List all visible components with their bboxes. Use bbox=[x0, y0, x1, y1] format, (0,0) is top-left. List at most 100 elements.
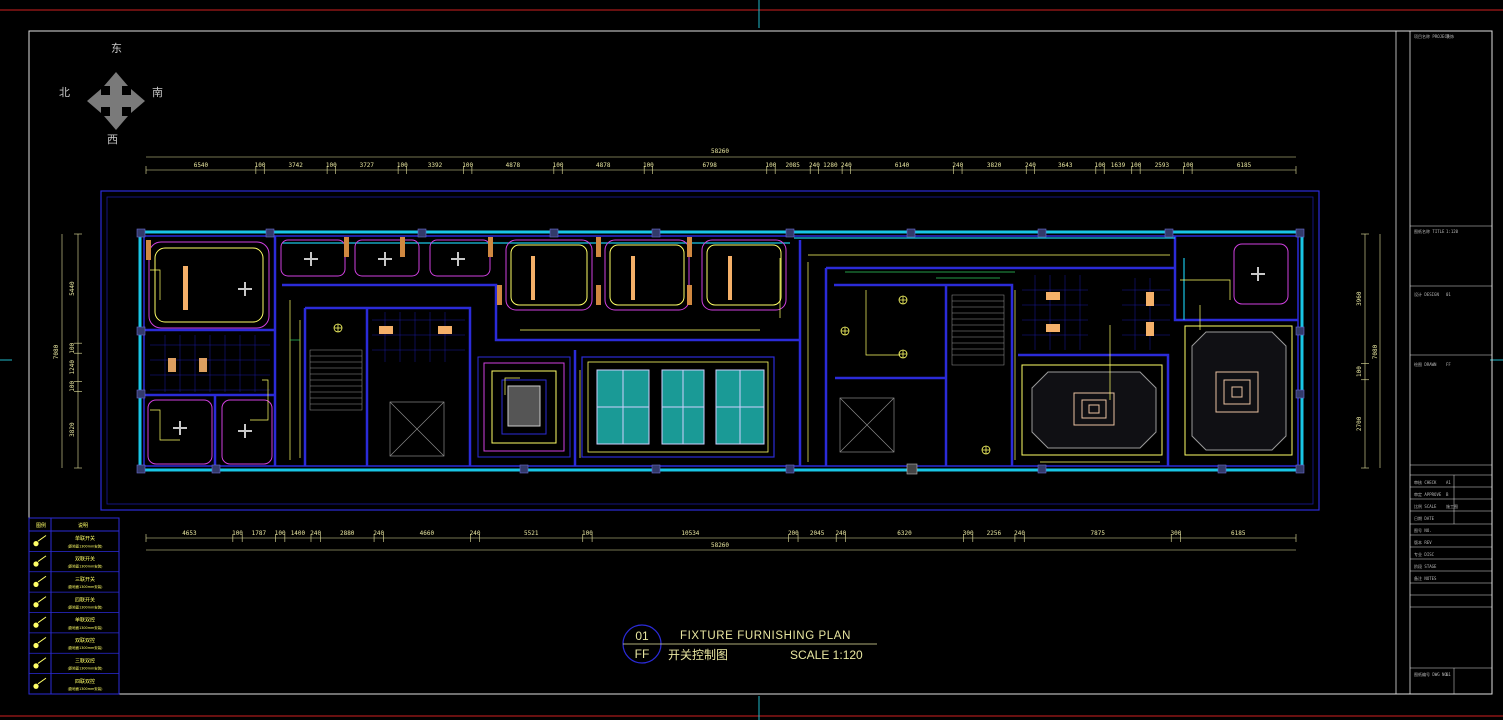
title-strip bbox=[1395, 31, 1492, 694]
dimension-label: 100 bbox=[69, 381, 76, 392]
legend-label: 三联双控 bbox=[75, 657, 95, 664]
compass-east: 东 bbox=[111, 42, 122, 55]
dimension-label: 240 bbox=[835, 530, 846, 537]
dimension-label: 1240 bbox=[69, 360, 76, 375]
downlights bbox=[333, 295, 991, 455]
partition-walls bbox=[144, 236, 1298, 466]
left-total-dimension: 7080 bbox=[53, 344, 60, 359]
legend-rows: 单联开关(距地面1300mm安装)双联开关(距地面1300mm安装)三联开关(距… bbox=[29, 535, 119, 691]
switch-symbol-icon bbox=[33, 535, 47, 547]
dimension-label: 100 bbox=[397, 162, 408, 169]
title-strip-label: 图纸编号 DWG NO. bbox=[1414, 671, 1449, 677]
dimension-label: 100 bbox=[553, 162, 564, 169]
dimension-label: 240 bbox=[809, 162, 820, 169]
exterior-wall bbox=[138, 230, 1304, 472]
right-dimension: 7080 3960 100 2700 bbox=[1356, 233, 1381, 469]
right-total-dimension: 7080 bbox=[1372, 344, 1379, 359]
dimension-label: 240 bbox=[1014, 530, 1025, 537]
elevator-shafts bbox=[389, 397, 895, 457]
compass-arrows-icon bbox=[87, 72, 145, 130]
dimension-label: 300 bbox=[1170, 530, 1181, 537]
title-strip-label: 项目名称 PROJECT bbox=[1414, 33, 1450, 39]
dimension-label: 240 bbox=[373, 530, 384, 537]
dimension-label: 7875 bbox=[1091, 530, 1106, 537]
top-total-dimension: 58260 bbox=[711, 148, 729, 155]
drawing-title-en: FIXTURE FURNISHING PLAN bbox=[680, 630, 851, 642]
legend-label: 双联开关 bbox=[75, 556, 95, 563]
tile-grid bbox=[150, 275, 1170, 392]
dimension-label: 1787 bbox=[252, 530, 267, 537]
bottom-total-dimension: 58260 bbox=[711, 542, 729, 549]
switch-symbol-icon bbox=[33, 555, 47, 567]
legend-note: (距地面1300mm安装) bbox=[68, 645, 104, 650]
title-strip-value: 施工图 bbox=[1446, 503, 1458, 509]
switch-symbol-icon bbox=[33, 616, 47, 628]
dimension-label: 1400 bbox=[291, 530, 306, 537]
title-strip-label: 版本 REV bbox=[1414, 539, 1432, 545]
green-circuits bbox=[290, 271, 1015, 341]
drawing-code: FF bbox=[635, 647, 650, 661]
legend-note: (距地面1300mm安装) bbox=[68, 543, 104, 548]
dimension-label: 5521 bbox=[524, 530, 539, 537]
ceiling-light-fixtures bbox=[173, 252, 1265, 438]
title-strip-label: 设计 DESIGN bbox=[1414, 291, 1439, 297]
dimension-label: 6140 bbox=[895, 162, 910, 169]
octagon-ceiling-left bbox=[1021, 364, 1163, 456]
title-strip-value: 装饰 bbox=[1446, 33, 1454, 39]
dimension-label: 3820 bbox=[987, 162, 1002, 169]
legend-note: (距地面1300mm安装) bbox=[68, 584, 104, 589]
dimension-label: 1280 bbox=[823, 162, 838, 169]
legend-label: 单联双控 bbox=[75, 617, 95, 624]
dimension-label: 240 bbox=[470, 530, 481, 537]
site-boundary bbox=[100, 190, 1320, 511]
dimension-label: 6185 bbox=[1231, 530, 1246, 537]
title-strip-label: 备注 NOTES bbox=[1414, 575, 1437, 581]
title-strip-label: 图纸名称 TITLE bbox=[1414, 228, 1445, 234]
legend-note: (距地面1300mm安装) bbox=[68, 686, 104, 691]
title-strip-value: FF bbox=[1446, 362, 1451, 367]
compass-north: 北 bbox=[59, 86, 70, 99]
dimension-label: 100 bbox=[582, 530, 593, 537]
dimension-label: 3960 bbox=[1356, 291, 1363, 306]
dimension-label: 6540 bbox=[194, 162, 209, 169]
dimension-label: 100 bbox=[462, 162, 473, 169]
dimension-label: 240 bbox=[952, 162, 963, 169]
bath-fixtures bbox=[168, 292, 1154, 372]
teal-panel-room bbox=[581, 356, 775, 458]
dimension-label: 2045 bbox=[810, 530, 825, 537]
site-boundary-inner bbox=[106, 196, 1314, 505]
compass-south: 南 bbox=[152, 86, 163, 99]
exterior-wall-inner bbox=[143, 235, 1299, 467]
dimension-label: 3727 bbox=[360, 162, 375, 169]
dimension-label: 6320 bbox=[897, 530, 912, 537]
dimension-label: 6798 bbox=[702, 162, 717, 169]
switch-symbol-icon bbox=[33, 636, 47, 649]
title-strip-value: 01 bbox=[1446, 292, 1451, 297]
square-ceiling-room bbox=[477, 356, 571, 458]
legend-label: 四联双控 bbox=[75, 678, 95, 685]
legend-table: 图例 说明 单联开关(距地面1300mm安装)双联开关(距地面1300mm安装)… bbox=[28, 517, 120, 695]
dimension-label: 100 bbox=[1095, 162, 1106, 169]
dimension-label: 240 bbox=[310, 530, 321, 537]
dimension-label: 200 bbox=[788, 530, 799, 537]
dimension-label: 4653 bbox=[182, 530, 197, 537]
dimension-label: 1639 bbox=[1111, 162, 1126, 169]
dimension-label: 2700 bbox=[1356, 416, 1363, 431]
compass-rose: 东 北 南 西 bbox=[59, 42, 163, 146]
drawing-scale: SCALE 1:120 bbox=[790, 648, 863, 662]
legend-header-symbol: 图例 bbox=[36, 522, 46, 529]
dimension-label: 100 bbox=[275, 530, 286, 537]
dimension-label: 100 bbox=[232, 530, 243, 537]
title-strip-label: 审核 CHECK bbox=[1414, 479, 1437, 485]
switch-wiring bbox=[150, 254, 1231, 463]
title-strip-value: A1 bbox=[1446, 480, 1451, 485]
dimension-label: 100 bbox=[255, 162, 266, 169]
dimension-label: 300 bbox=[963, 530, 974, 537]
dimension-label: 100 bbox=[69, 342, 76, 353]
title-strip-label: 阶段 STAGE bbox=[1414, 563, 1437, 569]
dimension-label: 100 bbox=[1356, 366, 1363, 377]
